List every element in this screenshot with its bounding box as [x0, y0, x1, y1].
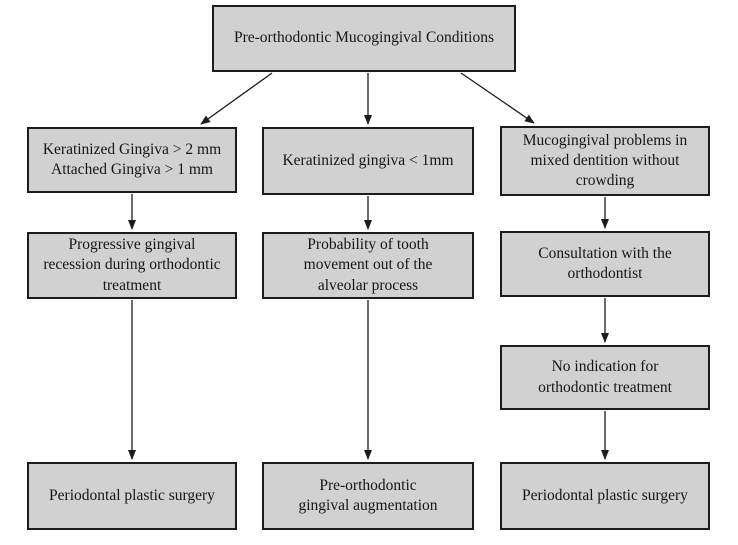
node-right-condition: Mucogingival problems in mixed dentition… [500, 126, 710, 196]
node-middle-condition-label: Keratinized gingiva < 1mm [282, 151, 454, 169]
node-middle-condition: Keratinized gingiva < 1mm [262, 127, 474, 195]
node-right-step2: No indication for orthodontic treatment [500, 345, 710, 410]
node-right-step1-label: Consultation with the orthodontist [538, 244, 672, 282]
node-left-outcome-label: Periodontal plastic surgery [49, 486, 215, 504]
node-middle-finding-label: Probability of tooth movement out of the… [303, 236, 433, 294]
node-left-condition-label: Keratinized Gingiva > 2 mm Attached Ging… [42, 140, 222, 178]
node-right-condition-label: Mucogingival problems in mixed dentition… [522, 131, 688, 190]
node-left-finding: Progressive gingival recession during or… [27, 232, 237, 299]
node-left-finding-label: Progressive gingival recession during or… [43, 236, 221, 294]
node-right-step2-label: No indication for orthodontic treatment [538, 358, 672, 396]
arrow-root-to-right-condition [460, 72, 535, 124]
node-middle-outcome: Pre-orthodontic gingival augmentation [262, 462, 474, 530]
node-root-label: Pre-orthodontic Mucogingival Conditions [233, 29, 495, 47]
node-right-outcome-label: Periodontal plastic surgery [522, 486, 688, 504]
node-left-outcome: Periodontal plastic surgery [27, 462, 237, 530]
node-right-outcome: Periodontal plastic surgery [500, 462, 710, 530]
node-left-condition: Keratinized Gingiva > 2 mm Attached Ging… [27, 127, 237, 193]
arrow-root-to-left-condition [200, 72, 273, 125]
node-middle-finding: Probability of tooth movement out of the… [262, 232, 474, 299]
node-middle-outcome-label: Pre-orthodontic gingival augmentation [298, 476, 438, 514]
node-root: Pre-orthodontic Mucogingival Conditions [212, 5, 516, 72]
node-right-step1: Consultation with the orthodontist [500, 231, 710, 297]
